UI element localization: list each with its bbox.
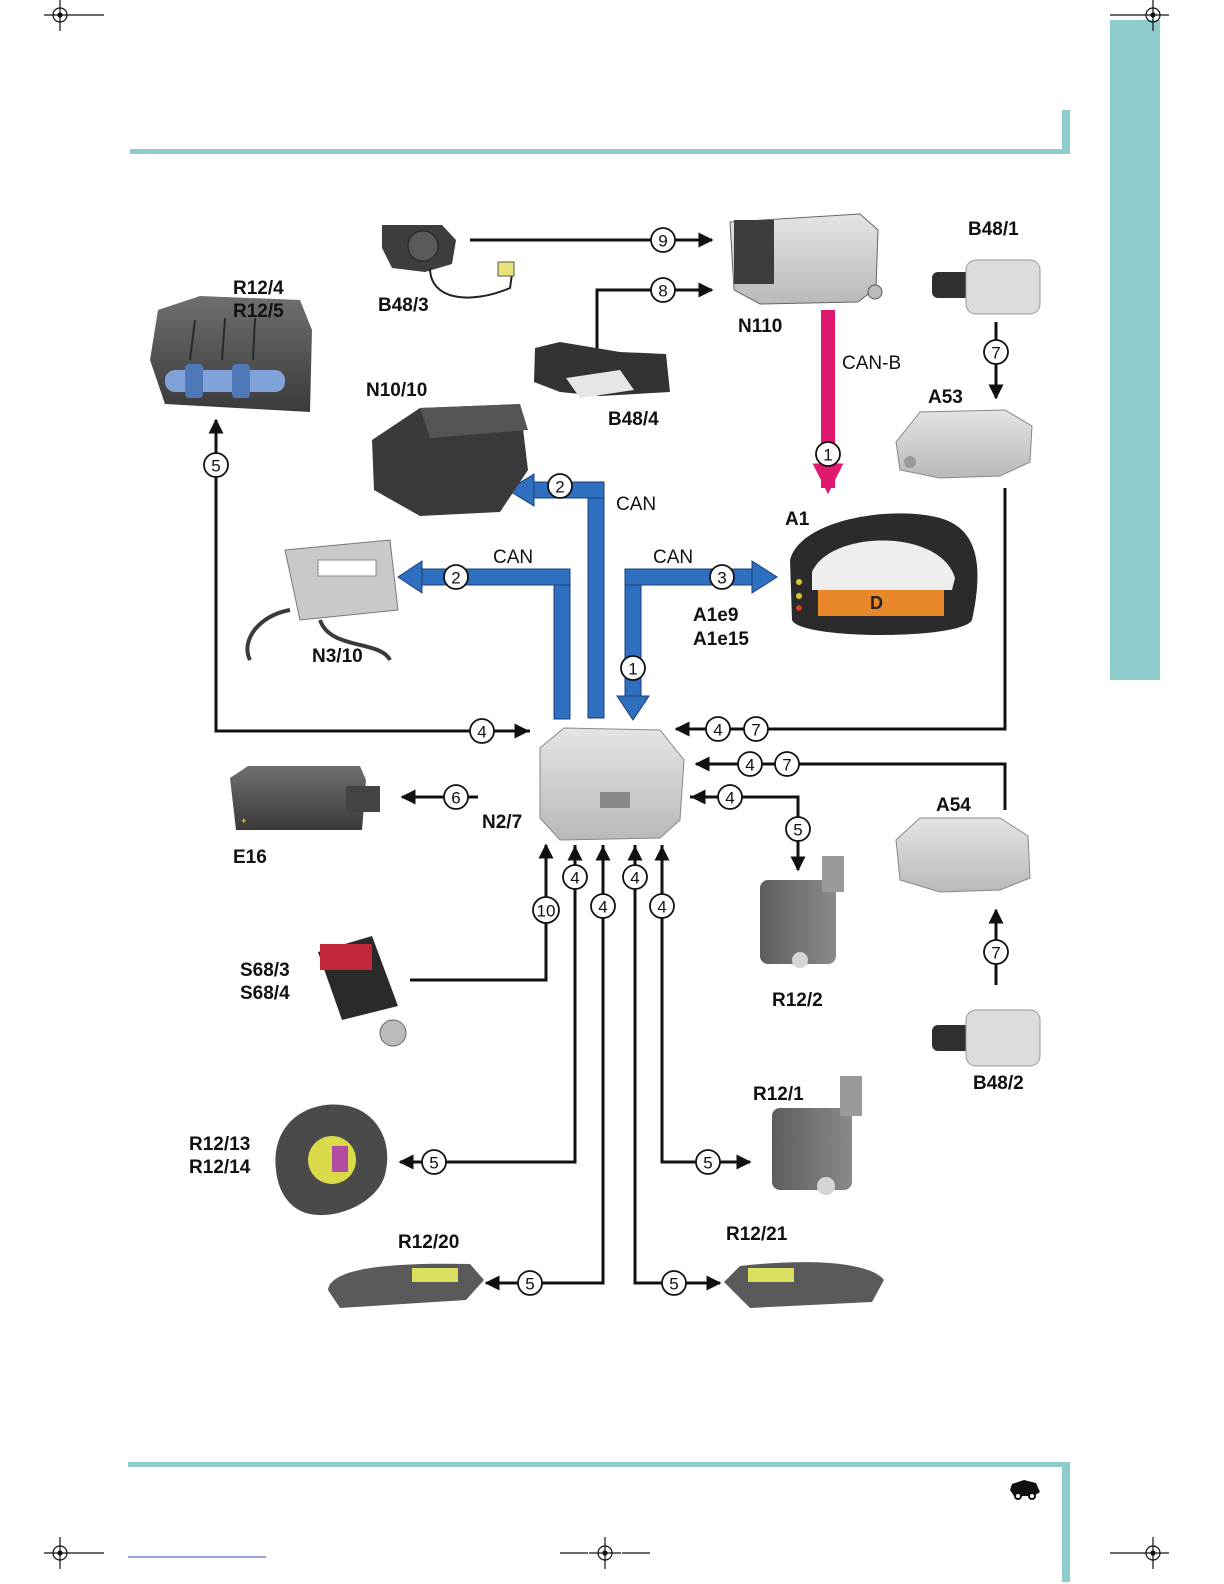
pressure-sensor-image xyxy=(382,225,514,298)
signal-number: 5 xyxy=(525,1275,534,1294)
side-impact-sensor-image xyxy=(896,410,1032,478)
signal-number: 5 xyxy=(669,1275,678,1294)
label-a1e9: A1e9 xyxy=(693,606,738,625)
instrument-cluster-image: D xyxy=(790,513,977,635)
side-tab xyxy=(1110,20,1160,680)
label-a54: A54 xyxy=(936,796,971,815)
label-r12-2: R12/2 xyxy=(772,991,823,1010)
signal-number: 7 xyxy=(782,756,791,775)
signal-number: 4 xyxy=(725,789,734,808)
label-r12-4: R12/4 xyxy=(233,279,284,298)
footer-rule-end xyxy=(1062,1462,1070,1582)
seat-position-sensor-image xyxy=(534,342,670,398)
belt-tensioner-right-image xyxy=(760,856,844,968)
label-can: CAN xyxy=(653,548,693,567)
label-can: CAN xyxy=(616,495,656,514)
engine-control-unit-image xyxy=(247,540,398,660)
rear-impact-sensor-image xyxy=(932,1010,1040,1066)
signal-number: 4 xyxy=(598,898,607,917)
label-s68-3: S68/3 xyxy=(240,961,290,980)
signal-number: 1 xyxy=(823,446,832,465)
label-r12-20: R12/20 xyxy=(398,1233,459,1252)
restraint-control-unit-image xyxy=(540,728,684,840)
signal-number: 5 xyxy=(793,821,802,840)
label-can: CAN xyxy=(493,548,533,567)
signal-number: 7 xyxy=(991,344,1000,363)
svg-text:✦: ✦ xyxy=(240,816,248,826)
signal-number: 4 xyxy=(657,898,666,917)
signal-number: 7 xyxy=(991,944,1000,963)
signal-number: 7 xyxy=(751,721,760,740)
signal-number: 8 xyxy=(658,282,667,301)
footer-rule xyxy=(128,1462,1070,1467)
signal-number: 3 xyxy=(717,569,726,588)
weight-sensing-module-image xyxy=(730,214,882,304)
label-r12-1: R12/1 xyxy=(753,1085,804,1104)
signal-number: 4 xyxy=(745,756,754,775)
side-airbag-right-image xyxy=(724,1262,884,1308)
sam-control-unit-image xyxy=(372,404,528,516)
label-a1e15: A1e15 xyxy=(693,630,749,649)
label-a53: A53 xyxy=(928,388,963,407)
driver-airbag-image xyxy=(275,1104,387,1215)
svg-text:D: D xyxy=(870,593,883,613)
label-r12-21: R12/21 xyxy=(726,1225,787,1244)
label-r12-14: R12/14 xyxy=(189,1158,250,1177)
label-n2-7: N2/7 xyxy=(482,813,522,832)
pyrofuse-image: ✦ xyxy=(230,766,380,830)
signal-number: 6 xyxy=(451,789,460,808)
car-service-icon xyxy=(1010,1480,1040,1499)
front-impact-sensor-image xyxy=(932,260,1040,314)
signal-number: 4 xyxy=(630,869,639,888)
header-rule-end xyxy=(1062,110,1070,154)
signal-number: 5 xyxy=(211,457,220,476)
label-r12-5: R12/5 xyxy=(233,302,284,321)
label-n110: N110 xyxy=(738,317,782,336)
label-e16: E16 xyxy=(233,848,267,867)
signal-number: 9 xyxy=(658,232,667,251)
signal-number: 5 xyxy=(429,1154,438,1173)
label-s68-4: S68/4 xyxy=(240,984,290,1003)
signal-number: 1 xyxy=(628,660,637,679)
side-airbag-left-image xyxy=(328,1264,484,1308)
signal-number: 4 xyxy=(713,721,722,740)
signal-number: 10 xyxy=(537,902,556,921)
gas-generator-image xyxy=(150,296,312,412)
label-b48-4: B48/4 xyxy=(608,410,659,429)
label-can-b: CAN-B xyxy=(842,354,901,373)
label-r12-13: R12/13 xyxy=(189,1135,250,1154)
header-rule xyxy=(130,149,1070,154)
label-a1: A1 xyxy=(785,510,809,529)
label-n10-10: N10/10 xyxy=(366,381,427,400)
label-b48-2: B48/2 xyxy=(973,1074,1024,1093)
label-b48-1: B48/1 xyxy=(968,220,1019,239)
side-impact-sensor-right-image xyxy=(896,818,1030,892)
signal-number: 4 xyxy=(477,723,486,742)
belt-buckle-switch-image xyxy=(318,936,406,1046)
signal-number: 5 xyxy=(703,1154,712,1173)
signal-number: 2 xyxy=(451,569,460,588)
label-b48-3: B48/3 xyxy=(378,296,429,315)
signal-number: 2 xyxy=(555,478,564,497)
signal-number: 4 xyxy=(570,869,579,888)
label-n3-10: N3/10 xyxy=(312,647,363,666)
